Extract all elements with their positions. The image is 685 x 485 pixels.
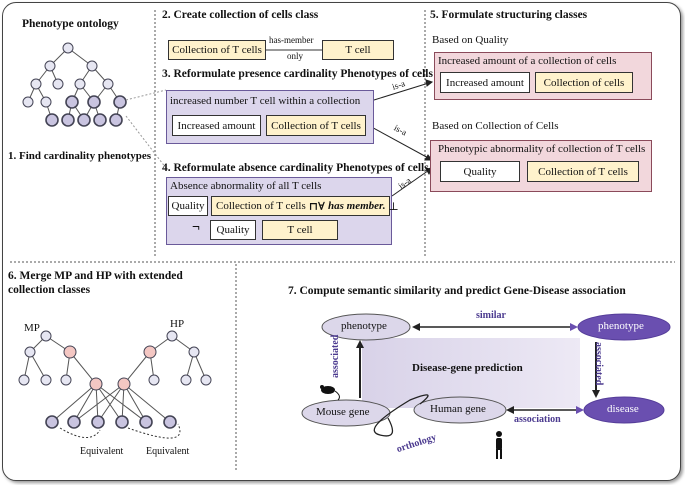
has-member-label: has-member [269,35,314,45]
step5-title: 5. Formulate structuring classes [430,9,588,21]
quality-panel-increased-box: Increased amount [440,72,530,93]
bottom-symbol: ⊥ [388,200,399,213]
step4-collection-text: Collection of T cells [216,200,306,212]
quality-panel-title: Increased amount of a collection of cell… [438,55,617,67]
step7-title: 7. Compute semantic similarity and predi… [288,285,626,297]
quality-panel-collection-box: Collection of cells [535,72,633,93]
mp-label: MP [24,322,40,334]
based-on-quality-label: Based on Quality [432,34,509,46]
step1-title: 1. Find cardinality phenotypes [8,150,152,162]
mouse-gene-label: Mouse gene [316,406,370,418]
equivalent-label-1: Equivalent [80,446,124,457]
human-gene-label: Human gene [430,403,486,415]
hp-label: HP [170,318,185,330]
step6-title-line2: collection classes [8,284,91,296]
human-icon [496,431,502,459]
mouse-icon [320,385,340,401]
merged-nodes [18,330,212,429]
step4-tcell-box: T cell [262,220,338,240]
collection-panel-collection-box: Collection of T cells [527,161,639,182]
step4-collection-box: Collection of T cells ⊓∀ has member. ⊥ [211,196,399,216]
phenotype-right-label: phenotype [598,320,644,332]
quality-box-2: Quality [210,220,256,240]
based-on-collection-label: Based on Collection of Cells [432,120,559,132]
step3-title: 3. Reformulate presence cardinality Phen… [162,68,433,80]
step2-title: 2. Create collection of cells class [162,9,319,21]
intersection-forall-symbol: ⊓∀ [308,200,325,213]
step3-panel-title: increased number T cell within a collect… [170,95,361,107]
collection-tcells-box: Collection of T cells [168,40,266,60]
merged-tree [23,335,207,423]
quality-box: Quality [168,196,208,216]
step3-collection-box: Collection of T cells [266,115,366,136]
increased-amount-box: Increased amount [172,115,261,136]
phenotype-left-node [321,313,411,341]
negation-symbol: ¬ [192,220,200,235]
collection-panel-quality-box: Quality [440,161,520,182]
disease-label: disease [607,403,639,415]
associated-right-label: associated [593,342,604,386]
association-label: association [514,414,561,425]
associated-left-label: associated [330,334,341,378]
has-member-text: has member. [328,200,386,212]
similar-label: similar [476,310,506,321]
step4-title: 4. Reformulate absence cardinality Pheno… [162,162,429,174]
step6-title-line1: 6. Merge MP and HP with extended [8,270,183,282]
ontology-nodes [22,42,127,127]
only-label: only [287,51,304,61]
ontology-heading: Phenotype ontology [22,18,119,30]
step4-panel-title: Absence abnormality of all T cells [170,180,322,192]
tcell-box: T cell [322,40,394,60]
phenotype-left-label: phenotype [341,320,387,332]
disease-gene-prediction-label: Disease-gene prediction [412,362,523,374]
collection-panel-title: Phenotypic abnormality of collection of … [438,143,646,155]
equivalent-label-2: Equivalent [146,446,190,457]
